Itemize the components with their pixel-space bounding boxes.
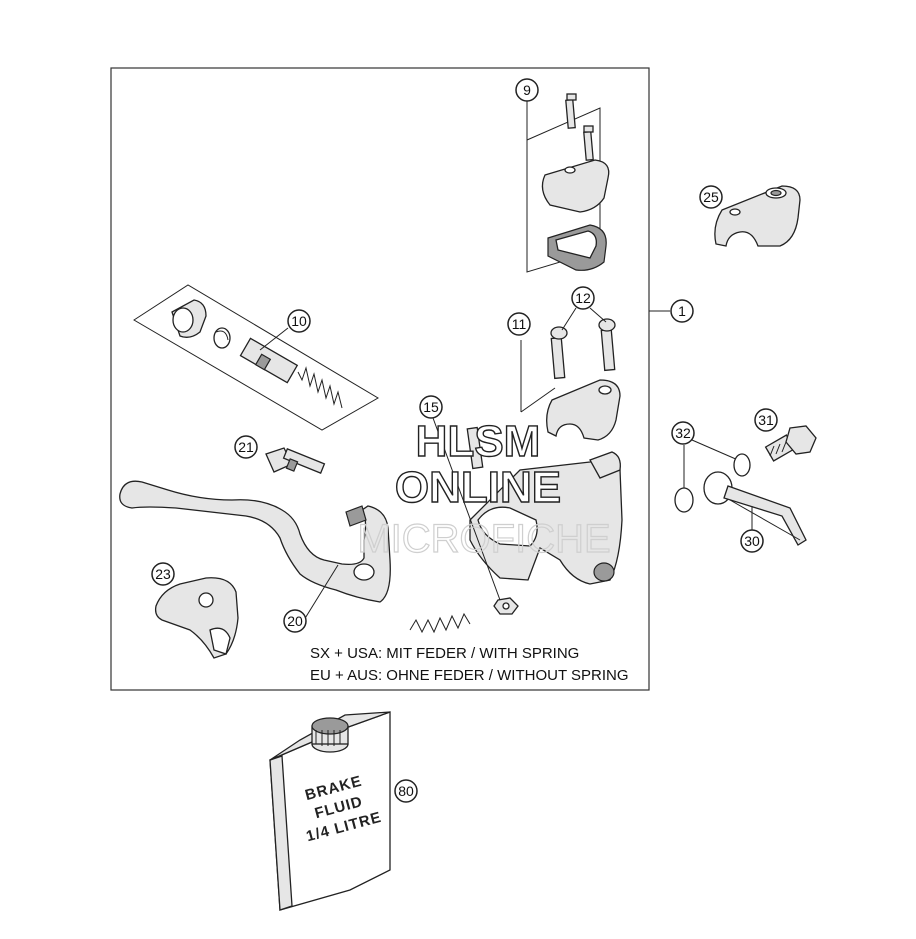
callout-1-label: 1 bbox=[678, 303, 686, 319]
callout-80: 80 bbox=[394, 779, 418, 803]
callout-31: 31 bbox=[754, 408, 778, 432]
callout-30: 30 bbox=[740, 529, 764, 553]
callout-15: 15 bbox=[419, 395, 443, 419]
callout-25: 25 bbox=[699, 185, 723, 209]
piston-kit-group bbox=[133, 284, 379, 431]
assembly-frame bbox=[110, 67, 650, 691]
callout-11: 11 bbox=[507, 312, 531, 336]
brake-hose-group bbox=[674, 425, 817, 546]
callout-21: 21 bbox=[234, 435, 258, 459]
note-with-spring: SX + USA: MIT FEDER / WITH SPRING bbox=[310, 645, 579, 662]
callout-15-label: 15 bbox=[423, 399, 439, 415]
brake-fluid-can: BRAKE FLUID 1/4 LITRE bbox=[269, 711, 391, 911]
lever-spring bbox=[409, 612, 471, 634]
callout-80-label: 80 bbox=[398, 783, 414, 799]
handlebar-clamp-25 bbox=[714, 185, 801, 247]
pivot-bolt-15 bbox=[432, 417, 519, 615]
watermark-line2: ONLINE bbox=[395, 463, 561, 512]
callout-12-label: 12 bbox=[575, 290, 591, 306]
note-without-spring: EU + AUS: OHNE FEDER / WITHOUT SPRING bbox=[310, 667, 629, 684]
callout-25-label: 25 bbox=[703, 189, 719, 205]
callout-20-label: 20 bbox=[287, 613, 303, 629]
callout-9-label: 9 bbox=[523, 82, 531, 98]
callout-21-label: 21 bbox=[238, 439, 254, 455]
callout-23-label: 23 bbox=[155, 566, 171, 582]
reservoir-cover-group bbox=[526, 93, 610, 273]
callout-11-label: 11 bbox=[512, 316, 527, 332]
watermark-line1: HLSM bbox=[416, 417, 541, 466]
callout-10: 10 bbox=[259, 309, 311, 351]
callout-23: 23 bbox=[151, 562, 175, 586]
lever-guard-23 bbox=[154, 577, 239, 659]
callout-20: 20 bbox=[283, 609, 307, 633]
callout-12: 12 bbox=[571, 286, 595, 310]
callout-32: 32 bbox=[671, 421, 695, 445]
callout-30-label: 30 bbox=[744, 533, 760, 549]
callout-9: 9 bbox=[515, 78, 539, 102]
master-cylinder-body bbox=[469, 451, 623, 585]
watermark-line3: MICROFICHE bbox=[357, 517, 610, 561]
bolts-group bbox=[520, 307, 616, 413]
callout-31-label: 31 bbox=[758, 412, 774, 428]
brake-lever-20 bbox=[119, 480, 391, 621]
callout-32-label: 32 bbox=[675, 425, 691, 441]
callout-10-label: 10 bbox=[291, 313, 307, 329]
adjuster-21 bbox=[265, 447, 326, 474]
callout-1: 1 bbox=[670, 299, 694, 323]
master-cylinder-clamp bbox=[546, 379, 621, 441]
